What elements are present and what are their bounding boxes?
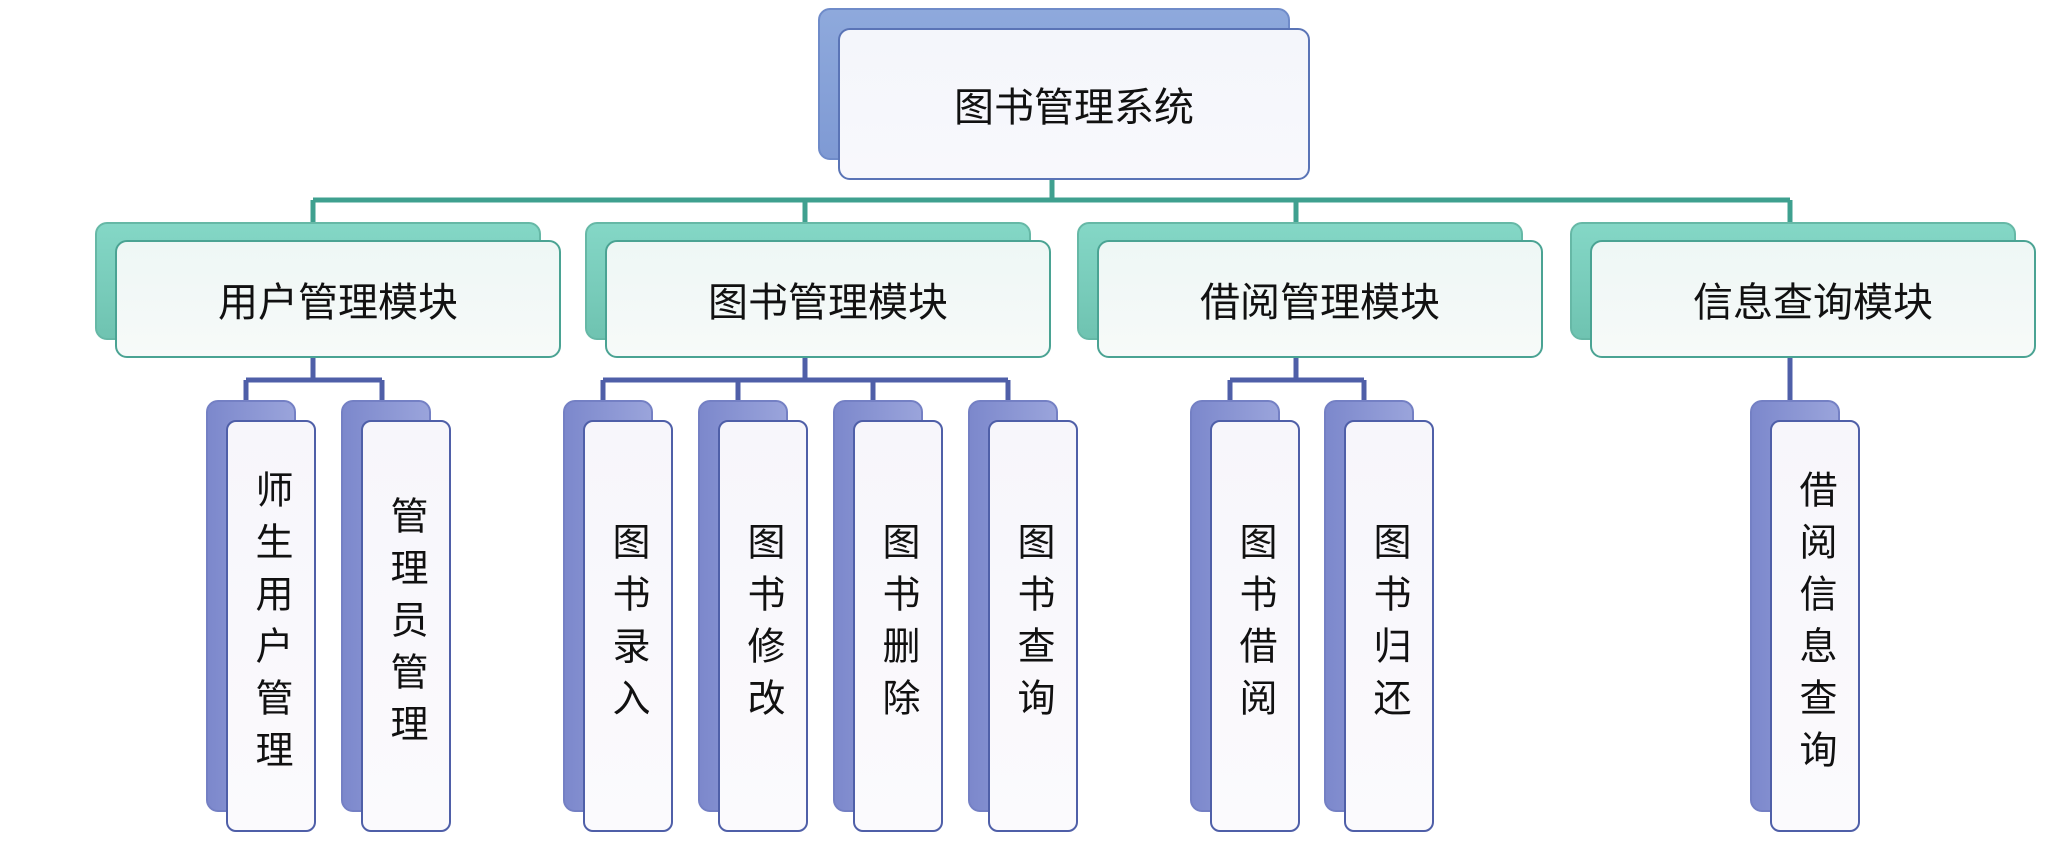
leaf-label: 管理员管理 bbox=[384, 496, 428, 756]
module-node-box: 图书管理模块 bbox=[605, 240, 1051, 358]
leaf-label: 图书删除 bbox=[876, 522, 920, 730]
leaf-node: 图书归还 bbox=[1324, 400, 1434, 832]
leaf-label: 师生用户管理 bbox=[249, 470, 293, 782]
leaf-node-box: 图书归还 bbox=[1344, 420, 1434, 832]
module-node-borrow: 借阅管理模块 bbox=[1077, 222, 1543, 358]
module-label-user: 用户管理模块 bbox=[218, 280, 458, 326]
module-label-borrow: 借阅管理模块 bbox=[1200, 280, 1440, 326]
leaf-label: 图书借阅 bbox=[1233, 522, 1277, 730]
module-node-box: 借阅管理模块 bbox=[1097, 240, 1543, 358]
leaf-label: 图书归还 bbox=[1367, 522, 1411, 730]
leaf-node: 图书修改 bbox=[698, 400, 808, 832]
module-label-query: 信息查询模块 bbox=[1693, 280, 1933, 326]
leaf-node: 管理员管理 bbox=[341, 400, 451, 832]
leaf-node: 图书借阅 bbox=[1190, 400, 1300, 832]
leaf-node-box: 图书修改 bbox=[718, 420, 808, 832]
root-node-box: 图书管理系统 bbox=[838, 28, 1310, 180]
leaf-label: 图书录入 bbox=[606, 522, 650, 730]
module-label-book: 图书管理模块 bbox=[708, 280, 948, 326]
root-node-label: 图书管理系统 bbox=[954, 85, 1194, 131]
leaf-label: 图书查询 bbox=[1011, 522, 1055, 730]
leaf-node-box: 图书查询 bbox=[988, 420, 1078, 832]
root-node: 图书管理系统 bbox=[818, 8, 1310, 180]
leaf-node: 图书录入 bbox=[563, 400, 673, 832]
leaf-node-box: 图书录入 bbox=[583, 420, 673, 832]
root-connectors bbox=[310, 158, 1793, 222]
leaf-node-box: 图书删除 bbox=[853, 420, 943, 832]
module-node-query: 信息查询模块 bbox=[1570, 222, 2036, 358]
leaf-node: 师生用户管理 bbox=[206, 400, 316, 832]
leaf-node: 图书删除 bbox=[833, 400, 943, 832]
leaf-node: 图书查询 bbox=[968, 400, 1078, 832]
module-node-box: 用户管理模块 bbox=[115, 240, 561, 358]
leaf-node-box: 借阅信息查询 bbox=[1770, 420, 1860, 832]
leaf-label: 图书修改 bbox=[741, 522, 785, 730]
module-node-book: 图书管理模块 bbox=[585, 222, 1051, 358]
leaf-node-box: 图书借阅 bbox=[1210, 420, 1300, 832]
leaf-node: 借阅信息查询 bbox=[1750, 400, 1860, 832]
module-node-user: 用户管理模块 bbox=[95, 222, 561, 358]
leaf-node-box: 管理员管理 bbox=[361, 420, 451, 832]
leaf-label: 借阅信息查询 bbox=[1793, 470, 1837, 782]
module-node-box: 信息查询模块 bbox=[1590, 240, 2036, 358]
leaf-node-box: 师生用户管理 bbox=[226, 420, 316, 832]
